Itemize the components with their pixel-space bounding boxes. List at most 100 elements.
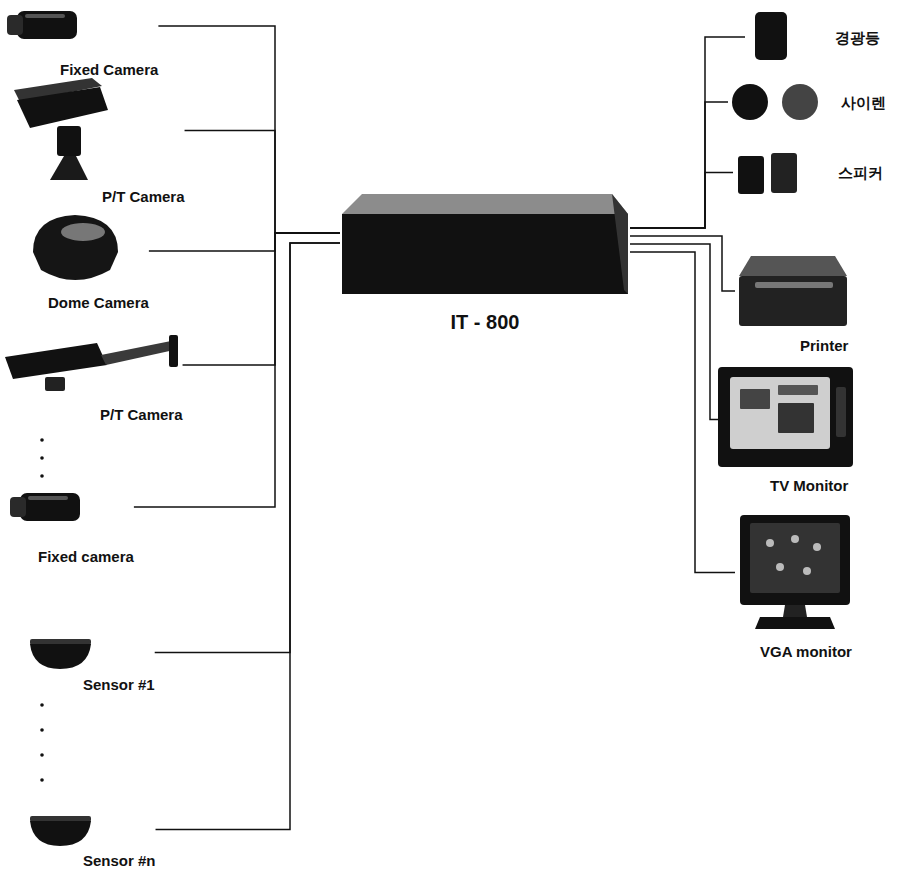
sensor-dome [30,821,91,846]
screen-dot [766,539,774,547]
box-front [342,214,628,294]
device-label: IT - 800 [340,310,630,334]
camera-node: Fixed camera [8,487,134,566]
screen-dot [803,567,811,575]
device-label: TV Monitor [770,476,853,495]
screen-dot [813,543,821,551]
siren [732,84,768,120]
printer-body [739,276,847,326]
camera-lens [7,15,23,35]
cable [149,233,340,251]
box-side [612,194,628,294]
camera-body [17,11,77,39]
pt2-icon [5,335,180,395]
device-label: 사이렌 [841,93,886,112]
cable [630,173,733,229]
ellipsis-dot [40,456,44,460]
cable [134,233,340,507]
tv-controls [836,387,846,437]
sensor-node: Sensor #1 [28,635,155,694]
cable [155,243,340,653]
screen-dot [791,535,799,543]
printer-icon [735,252,850,330]
device-label: Printer [800,336,850,355]
device-label: VGA monitor [760,642,855,661]
ellipsis-dot [40,438,44,442]
printer-top [739,256,847,276]
sensor-icon [28,635,93,670]
speaker [771,153,797,193]
cable [158,26,340,233]
screen-dot [776,563,784,571]
camera-node: P/T Camera [5,335,183,424]
output-node: Printer [735,252,850,355]
device-label: Fixed camera [38,547,134,566]
device-label: P/T Camera [102,187,185,206]
cable [156,243,340,830]
screen-image [778,403,814,433]
cable [630,244,718,420]
siren [782,84,818,120]
siren-icon [728,82,823,122]
screen-image [778,385,818,395]
fixed-icon [5,5,80,47]
camera-lens [10,497,26,517]
warn-icon [745,12,795,62]
icon-part [25,14,65,18]
fixed-icon [8,487,83,527]
dome-highlight [61,223,105,241]
icon-part [28,496,68,500]
wall-plate [169,335,178,367]
mount-arm [101,341,174,365]
ellipsis-dot [40,778,44,782]
monitor-base [755,617,835,629]
alarm-node: 경광등 [745,12,880,62]
dome-icon [28,212,123,290]
device-label: Fixed Camera [60,60,158,79]
camera-node: Fixed Camera [5,5,158,79]
cable [630,37,745,228]
pan-tilt-head [57,126,81,156]
sensor-icon [28,812,93,847]
ellipsis-dot [40,753,44,757]
sensor-dome [30,644,91,669]
dome-shell [33,215,118,280]
output-node: VGA monitor [735,515,855,661]
speaker [738,156,764,194]
pt-icon [12,78,112,183]
output-node: TV Monitor [718,367,853,495]
device-label: P/T Camera [100,405,183,424]
camera-node: P/T Camera [12,78,185,206]
controller-box: IT - 800 [340,190,630,334]
camera-housing [5,343,107,379]
cable [183,233,340,365]
tv-screen [730,377,830,449]
camera-mount [50,156,88,180]
alarm-node: 사이렌 [728,82,886,122]
device-label: 경광등 [835,28,880,47]
device-label: Sensor #1 [83,675,155,694]
pan-tilt-head [45,377,65,391]
monitor-bezel [740,515,850,605]
tv-cabinet [718,367,853,467]
speaker-icon [733,150,803,195]
device-label: Sensor #n [83,851,156,870]
monitor-screen [750,523,840,593]
camera-node: Dome Camera [28,212,149,312]
sensor-node: Sensor #n [28,812,156,870]
box-top [342,194,628,214]
ellipsis-dot [40,703,44,707]
paper-slot [755,282,833,288]
cable [185,131,340,234]
ellipsis-dot [40,474,44,478]
vga-icon [735,515,855,630]
cable [630,102,728,228]
screen-image [740,389,770,409]
camera-body [20,493,80,521]
monitor-neck [783,605,807,617]
tv-icon [718,367,853,472]
ellipsis-dot [40,728,44,732]
device-label: 스피커 [838,163,883,182]
alarm-node: 스피커 [733,150,883,195]
